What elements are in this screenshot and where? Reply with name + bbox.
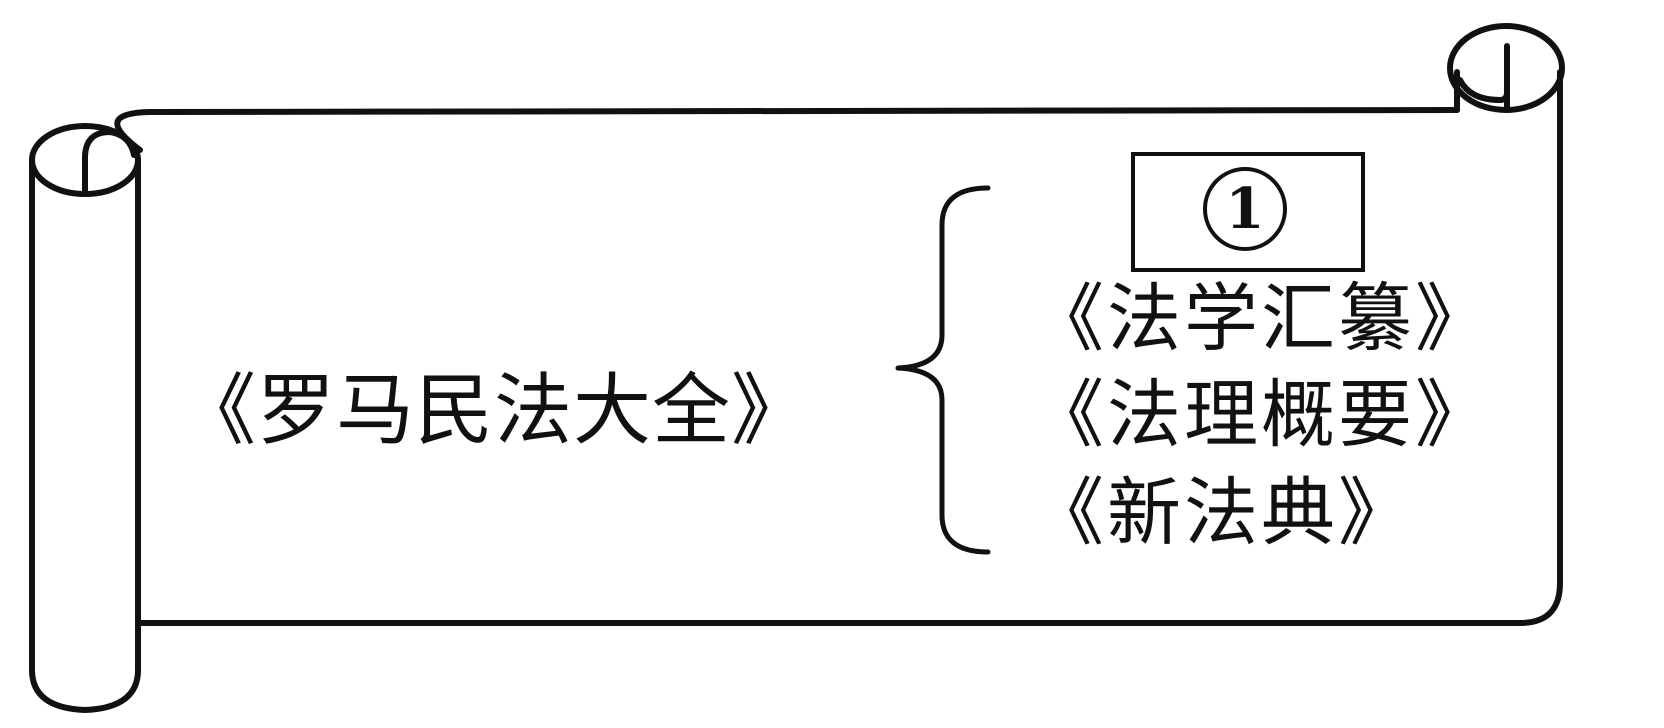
curly-brace-icon bbox=[895, 185, 991, 555]
scroll-right-edge bbox=[137, 69, 1563, 626]
component-item: 《法理概要》 bbox=[1030, 372, 1492, 458]
answer-box: 1 bbox=[1131, 152, 1365, 272]
answer-label: 1 bbox=[1225, 176, 1265, 242]
circled-number-one: 1 bbox=[1203, 167, 1287, 251]
main-title: 《罗马民法大全》 bbox=[178, 366, 811, 456]
left-roller bbox=[29, 123, 141, 713]
right-roller bbox=[1447, 23, 1565, 113]
component-item: 《法学汇纂》 bbox=[1030, 276, 1492, 362]
scroll-top-edge bbox=[114, 107, 1460, 153]
component-item: 《新法典》 bbox=[1030, 470, 1415, 556]
